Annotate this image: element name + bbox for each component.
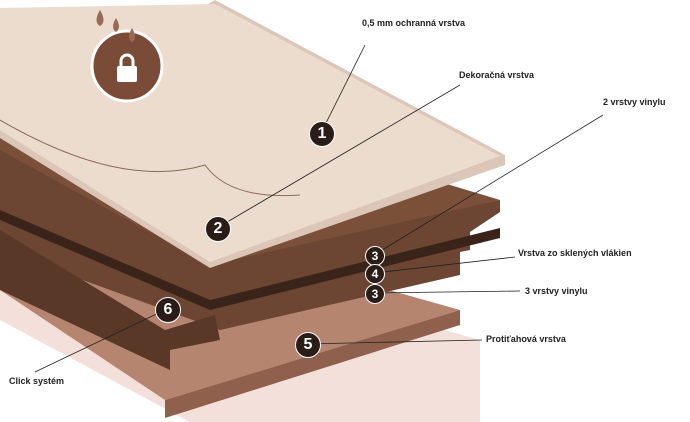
- label-backing: Protiťahová vrstva: [486, 334, 566, 344]
- label-vinyl-2: 2 vrstvy vinylu: [603, 97, 666, 107]
- decor-cutline: [0, 119, 301, 197]
- label-vinyl-3: 3 vrstvy vinylu: [525, 286, 588, 296]
- badge-6: 6: [155, 297, 181, 323]
- label-click-system: Click systém: [9, 376, 65, 386]
- label-protective-layer: 0,5 mm ochranná vrstva: [362, 18, 466, 28]
- badge-3-top: 3: [365, 246, 385, 266]
- leader-lines: [34, 44, 604, 373]
- badge-3-bottom: 3: [365, 284, 385, 304]
- water-drops-icon: [96, 10, 135, 42]
- fiberglass-stripe: [0, 210, 500, 310]
- label-fiberglass: Vrstva zo sklených vlákien: [518, 248, 632, 258]
- label-decor-layer: Dekoračná vrstva: [459, 70, 535, 80]
- badge-5: 5: [295, 332, 321, 358]
- lock-icon: [117, 53, 137, 82]
- badge-4: 4: [365, 264, 385, 284]
- backing-layer-edge: [165, 310, 460, 418]
- click-edge: [0, 230, 220, 370]
- badge-2: 2: [205, 216, 231, 242]
- badge-1: 1: [309, 121, 335, 147]
